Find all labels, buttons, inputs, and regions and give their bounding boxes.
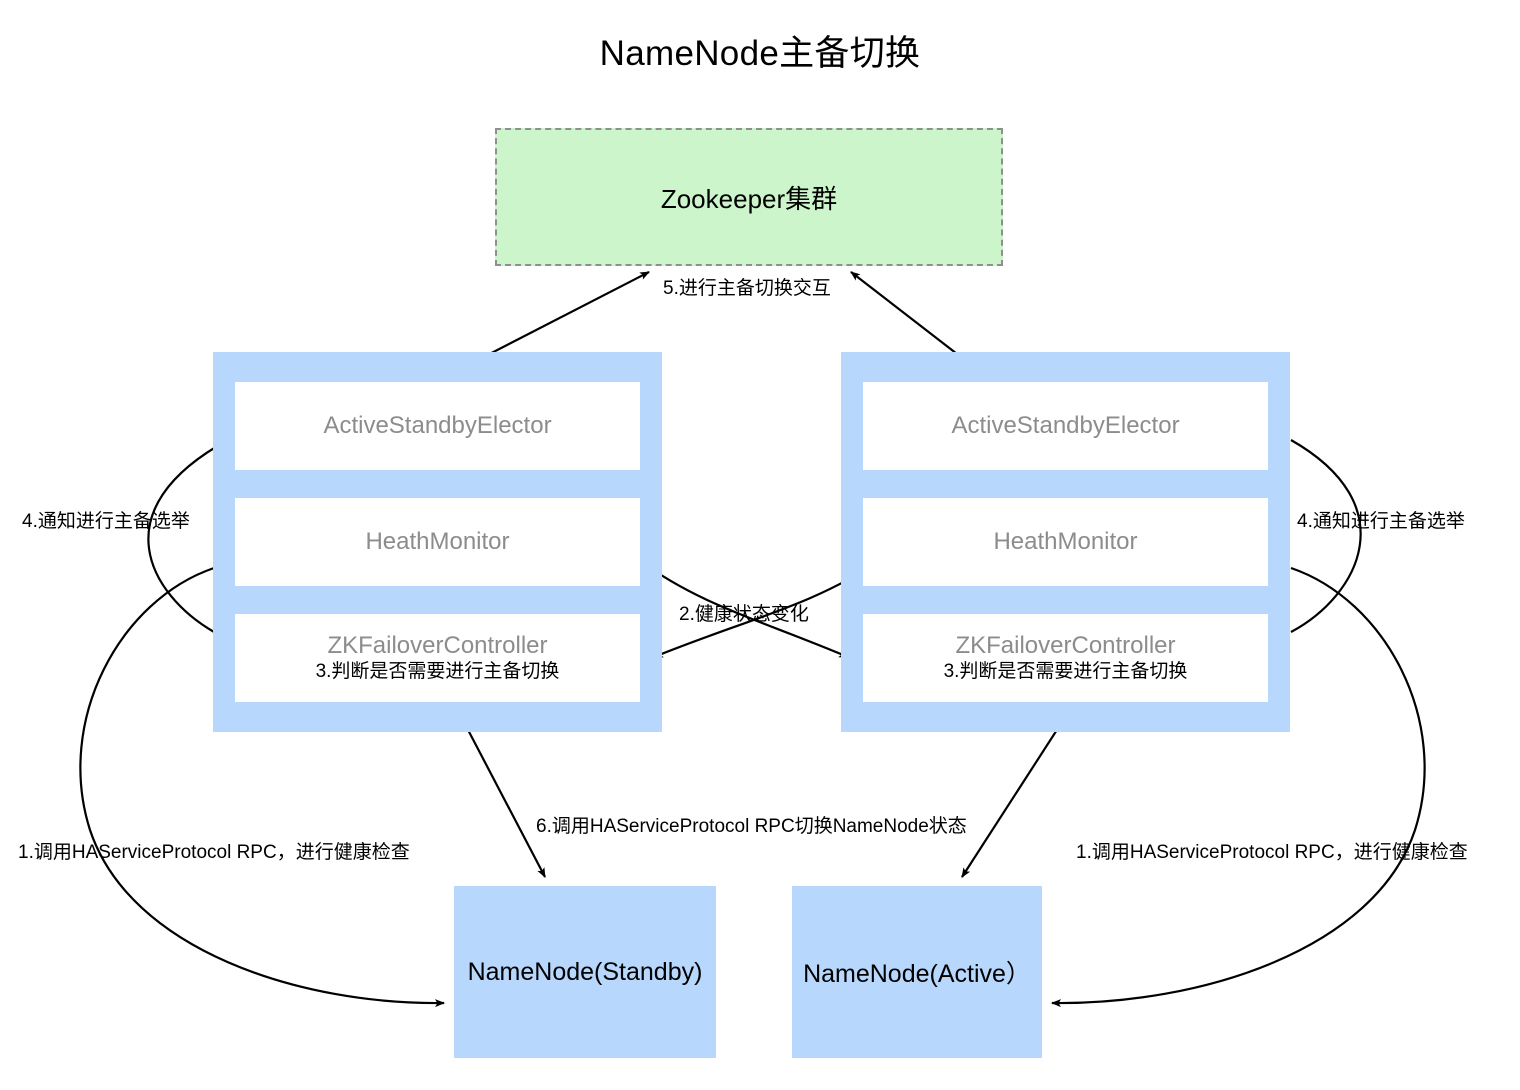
edge-label-step4-left: 4.通知进行主备选举 <box>22 511 190 532</box>
heath-monitor-right-label: HeathMonitor <box>993 528 1138 556</box>
heath-monitor-left-label: HeathMonitor <box>365 528 510 556</box>
zkfc-group-right[interactable]: ActiveStandbyElector HeathMonitor ZKFail… <box>841 352 1290 732</box>
namenode-active-label: NameNode(Active） <box>803 960 1031 988</box>
zk-failover-controller-right-label: ZKFailoverController <box>955 631 1176 659</box>
edge-label-step1-left: 1.调用HAServiceProtocol RPC，进行健康检查 <box>18 842 410 863</box>
edge-zkfc-right-to-elector-right <box>1290 439 1362 633</box>
edge-label-step6: 6.调用HAServiceProtocol RPC切换NameNode状态 <box>536 816 967 837</box>
active-standby-elector-left[interactable]: ActiveStandbyElector <box>235 382 640 470</box>
edge-label-step1-right: 1.调用HAServiceProtocol RPC，进行健康检查 <box>1076 842 1468 863</box>
zookeeper-cluster-label: Zookeeper集群 <box>660 183 838 214</box>
heath-monitor-right[interactable]: HeathMonitor <box>863 498 1268 586</box>
zk-failover-controller-right-note: 3.判断是否需要进行主备切换 <box>943 661 1188 683</box>
zk-failover-controller-right[interactable]: ZKFailoverController 3.判断是否需要进行主备切换 <box>863 614 1268 702</box>
heath-monitor-left[interactable]: HeathMonitor <box>235 498 640 586</box>
zookeeper-cluster-box[interactable]: Zookeeper集群 <box>495 128 1003 266</box>
zk-failover-controller-left-note: 3.判断是否需要进行主备切换 <box>315 661 560 683</box>
zk-failover-controller-left-label: ZKFailoverController <box>327 631 548 659</box>
namenode-active-box[interactable]: NameNode(Active） <box>792 886 1042 1058</box>
namenode-standby-box[interactable]: NameNode(Standby) <box>454 886 716 1058</box>
edge-label-step5: 5.进行主备切换交互 <box>663 278 831 299</box>
edge-label-step2: 2.健康状态变化 <box>679 604 809 625</box>
active-standby-elector-right-label: ActiveStandbyElector <box>951 412 1180 440</box>
edge-label-step4-right: 4.通知进行主备选举 <box>1297 511 1465 532</box>
page-title: NameNode主备切换 <box>599 34 921 73</box>
zk-failover-controller-left[interactable]: ZKFailoverController 3.判断是否需要进行主备切换 <box>235 614 640 702</box>
namenode-standby-label: NameNode(Standby) <box>467 957 703 986</box>
active-standby-elector-left-label: ActiveStandbyElector <box>323 412 552 440</box>
zkfc-group-left[interactable]: ActiveStandbyElector HeathMonitor ZKFail… <box>213 352 662 732</box>
active-standby-elector-right[interactable]: ActiveStandbyElector <box>863 382 1268 470</box>
